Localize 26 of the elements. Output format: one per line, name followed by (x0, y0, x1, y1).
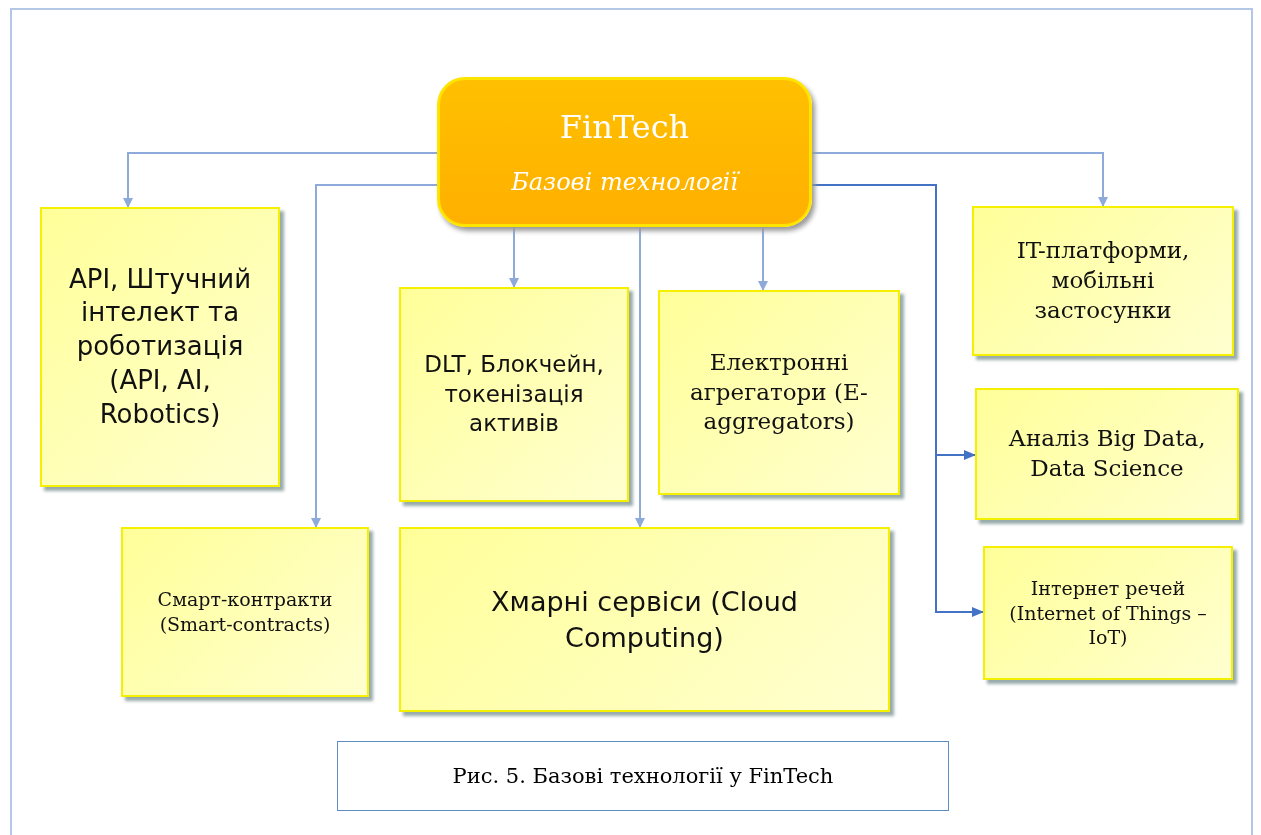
box-label: Електронні агрегатори (E-aggregators) (689, 347, 869, 437)
technology-box (975, 388, 1239, 520)
technology-box (40, 207, 280, 487)
box-label: Хмарні сервіси (Cloud Computing) (490, 585, 799, 655)
header-subtitle: Базові технології (511, 168, 738, 196)
technology-box (983, 546, 1233, 680)
technology-box (399, 527, 890, 712)
technology-box (121, 527, 369, 697)
connector-arrow (509, 226, 519, 288)
connector-arrow (123, 152, 438, 208)
caption: Рис. 5. Базові технології у FinTech (337, 741, 949, 811)
box-label: Смарт-контракти (Smart-contracts) (156, 587, 334, 637)
box-label: API, Штучний інтелект та роботизація (API, AI, Robotics) (67, 262, 253, 431)
technology-box (658, 290, 900, 495)
header-title: FinTech (559, 108, 690, 146)
technology-box (972, 206, 1234, 356)
box-label: Аналіз Big Data, Data Science (1007, 424, 1207, 483)
connector-arrow (811, 152, 1108, 207)
header-box (437, 77, 812, 227)
box-label: IT-платформи, мобільні застосунки (1015, 236, 1191, 325)
technology-box (399, 287, 629, 502)
connector-arrow (758, 226, 768, 291)
box-label: Інтернет речей (Internet of Things – IoT) (1008, 575, 1208, 651)
box-label: DLT, Блокчейн, токенізація активів (423, 349, 605, 439)
connector-arrow (311, 184, 438, 528)
connector-arrow (635, 226, 645, 528)
